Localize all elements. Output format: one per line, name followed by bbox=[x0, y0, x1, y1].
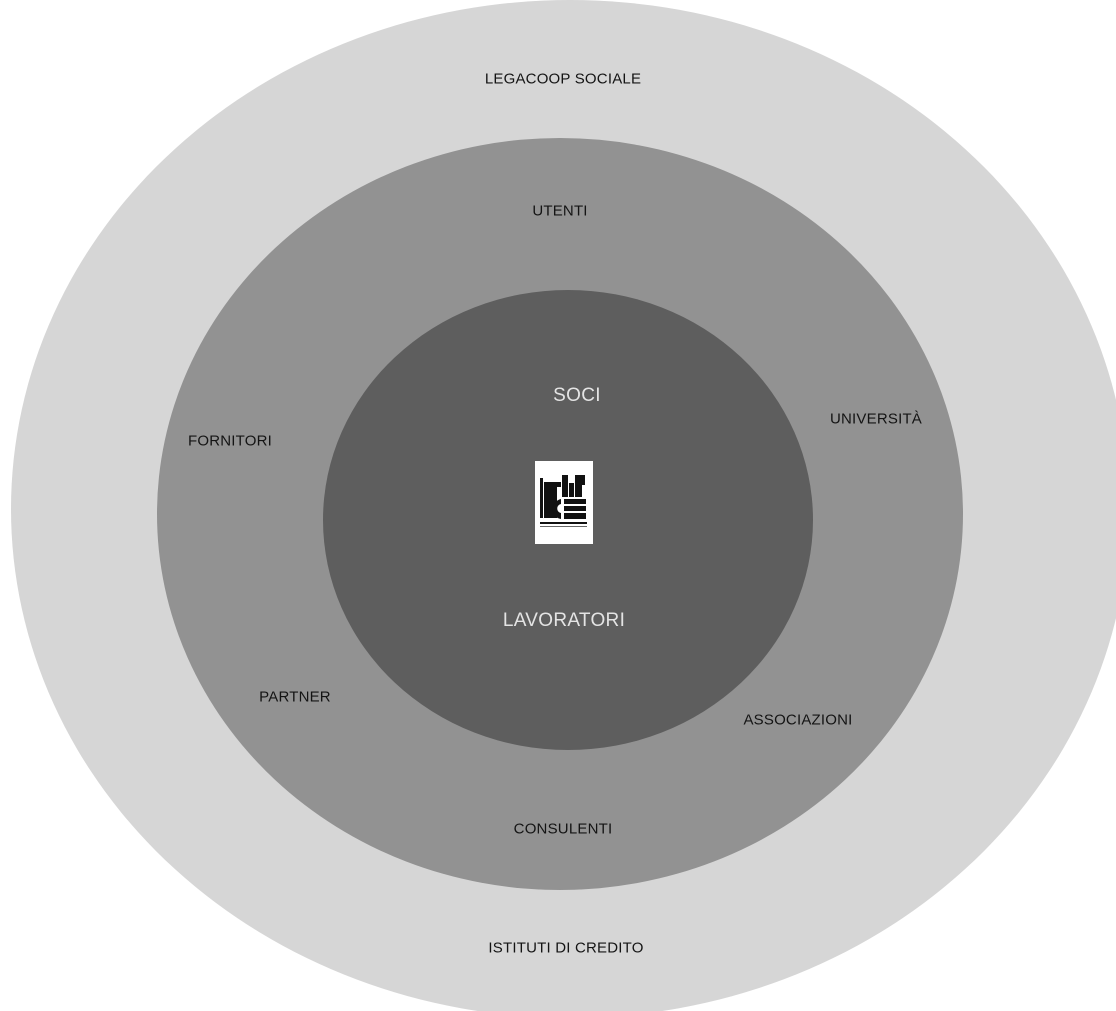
label-istituti-di-credito: ISTITUTI DI CREDITO bbox=[488, 939, 644, 957]
label-consulenti: CONSULENTI bbox=[513, 820, 613, 838]
label-utenti: UTENTI bbox=[532, 202, 588, 220]
cooperative-logo-icon bbox=[535, 461, 593, 544]
label-universita: UNIVERSITÀ bbox=[829, 410, 923, 428]
label-partner: PARTNER bbox=[259, 688, 331, 706]
label-associazioni: ASSOCIAZIONI bbox=[743, 711, 853, 729]
label-lavoratori: LAVORATORI bbox=[502, 610, 626, 631]
label-legacoop-sociale: LEGACOOP SOCIALE bbox=[484, 70, 642, 88]
label-fornitori: FORNITORI bbox=[187, 432, 273, 450]
label-soci: SOCI bbox=[553, 385, 601, 406]
